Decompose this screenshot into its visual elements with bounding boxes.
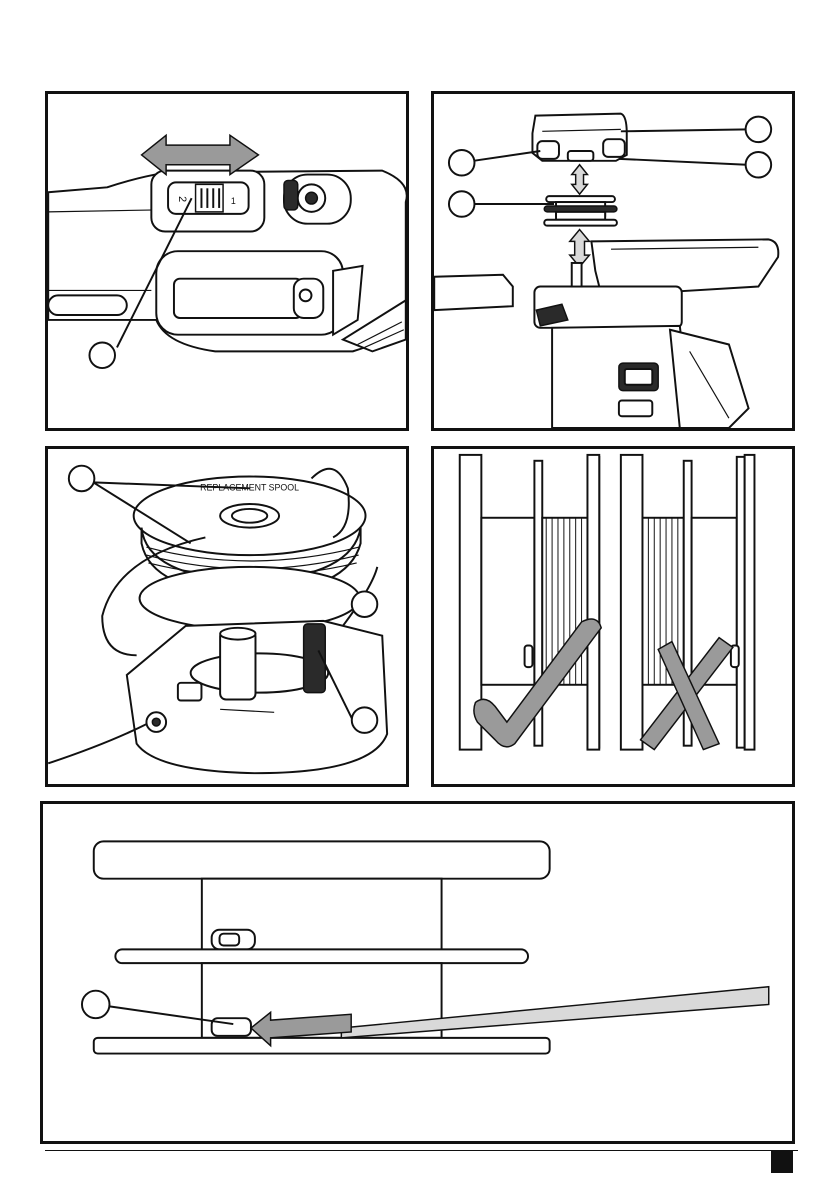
figure-spool-assembly [431, 91, 795, 431]
figure-winding-comparison [431, 446, 795, 787]
switch-mark-2: 2 [176, 196, 188, 202]
figure-handle-switch: 2 1 [45, 91, 409, 431]
figure-line-threading [40, 801, 795, 1144]
spool-housing [127, 621, 387, 773]
page-number-box [771, 1151, 793, 1173]
callout-marker [82, 991, 110, 1019]
double-arrow-icon [142, 135, 259, 174]
replacement-spool: REPLACEMENT SPOOL [134, 477, 366, 630]
switch-slider [196, 184, 224, 212]
callout-leader-line-3 [474, 151, 541, 161]
callout-marker-1 [69, 466, 95, 492]
callout-marker-4 [449, 191, 475, 217]
callout-leader-line-2 [619, 159, 747, 165]
winding-comparison-illustration [434, 449, 792, 784]
callout-marker [89, 343, 115, 369]
spool-cap [532, 114, 626, 161]
callout-marker-2 [352, 591, 378, 617]
callout-marker-3 [449, 150, 475, 176]
callout-leader-line-1 [621, 129, 749, 131]
switch-mark-1: 1 [231, 196, 236, 206]
spool-insert-illustration: REPLACEMENT SPOOL [48, 449, 406, 784]
spool-assembly-illustration [434, 94, 792, 428]
handle-switch-illustration: 2 1 [48, 94, 406, 428]
callout-marker-1 [746, 117, 772, 143]
callout-marker-3 [352, 707, 378, 733]
vertical-arrow-icon-large [570, 230, 590, 267]
vertical-arrow-icon [572, 165, 588, 194]
trimmer-housing [434, 239, 778, 428]
figure-spool-insert: REPLACEMENT SPOOL [45, 446, 409, 787]
spool [544, 196, 617, 225]
callout-marker-2 [746, 152, 772, 178]
line-threading-illustration [43, 804, 792, 1141]
footer-rule [45, 1150, 798, 1151]
